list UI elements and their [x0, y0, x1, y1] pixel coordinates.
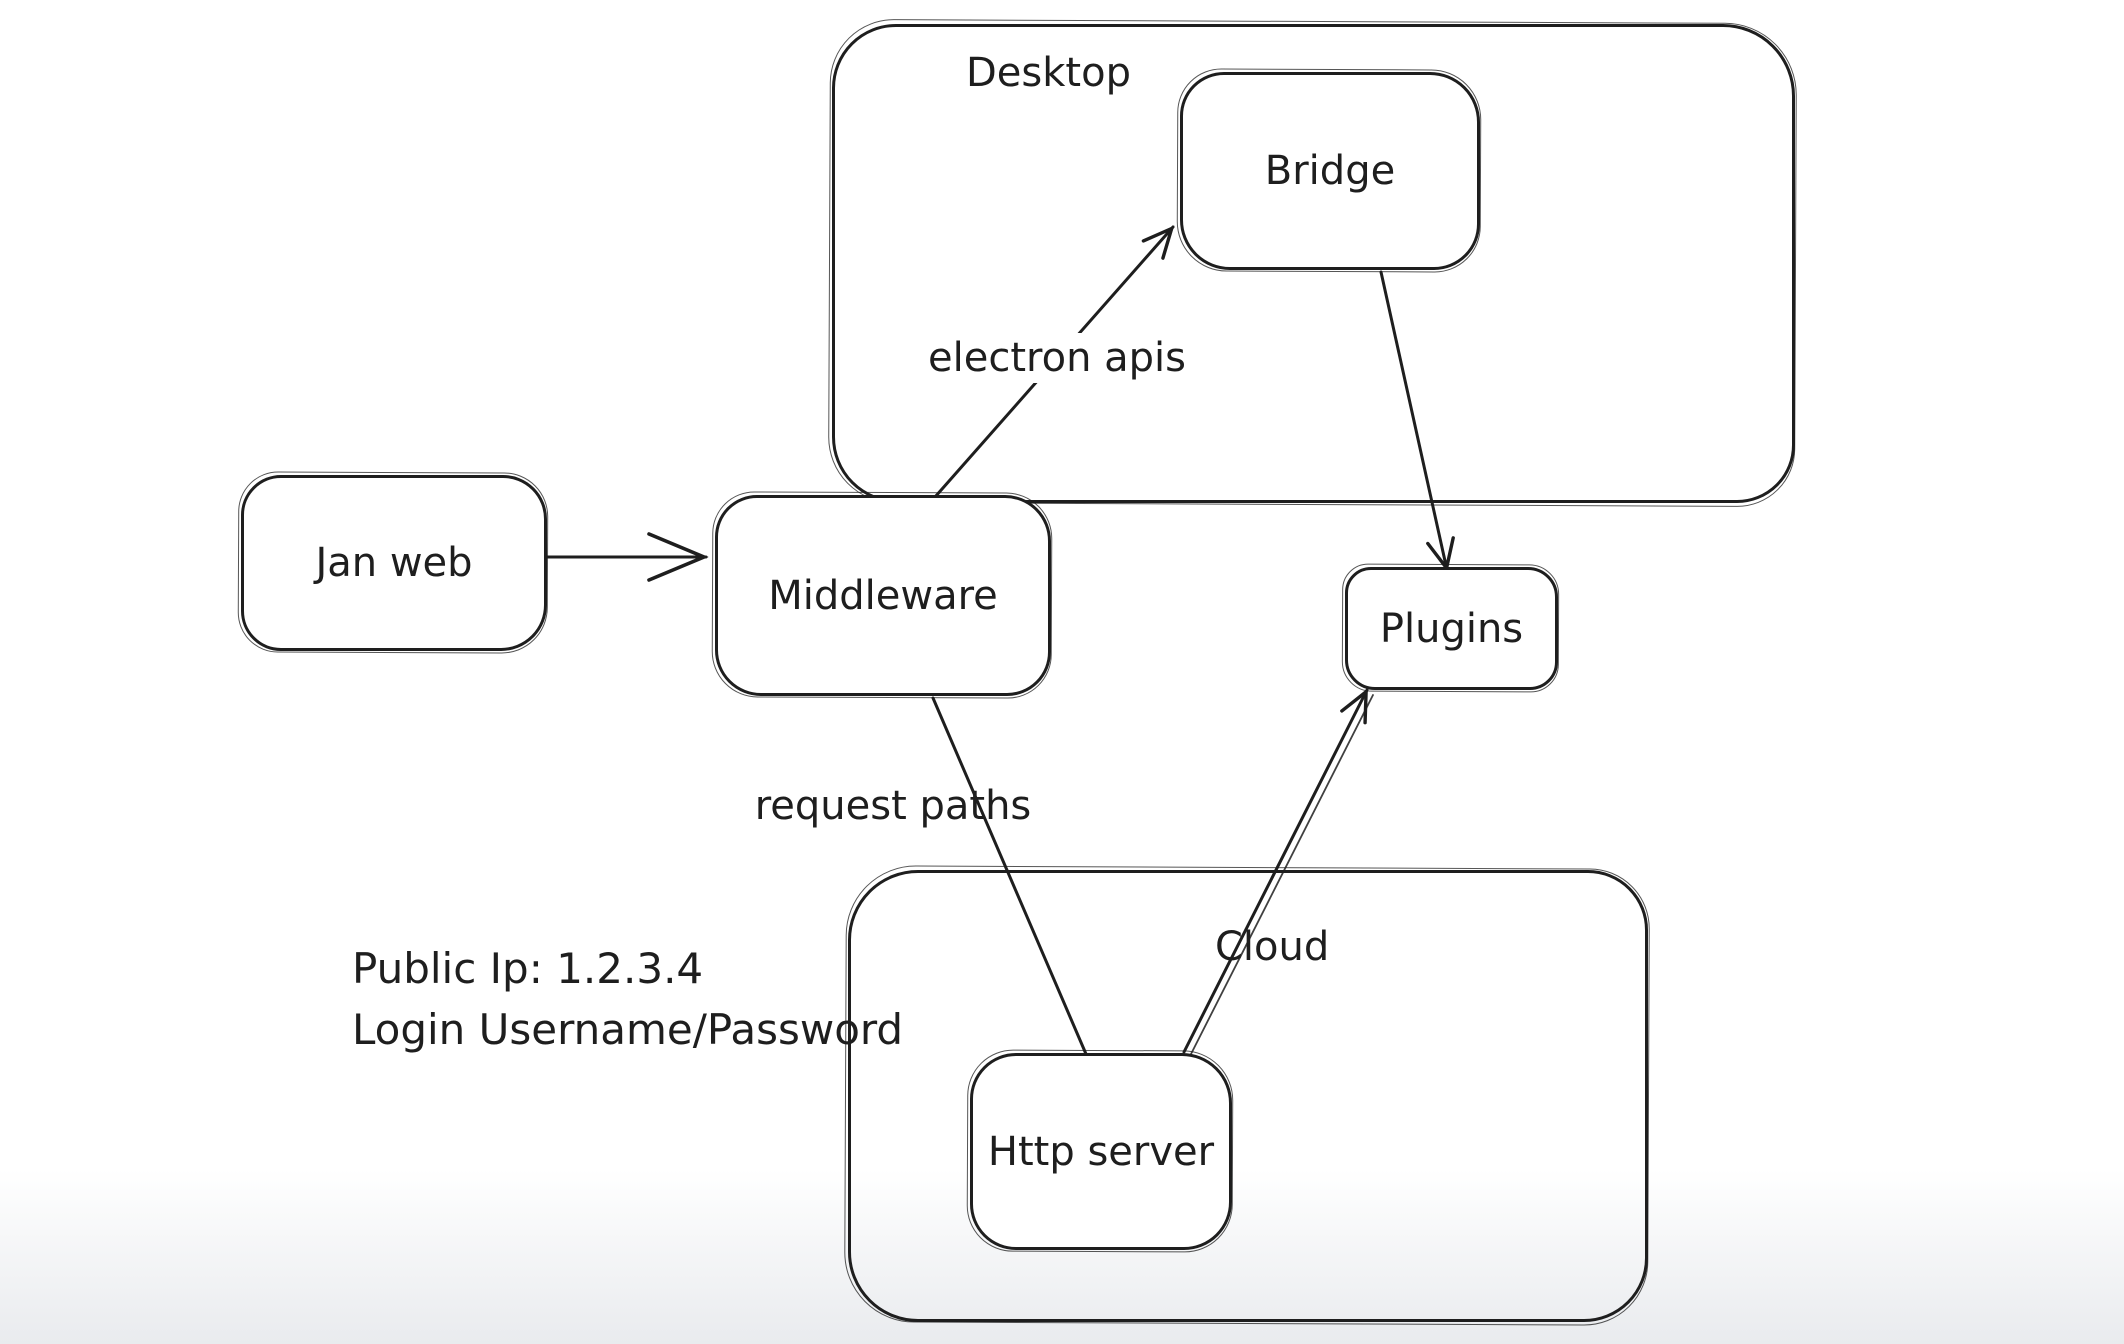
- jan-web-label: Jan web: [315, 540, 473, 586]
- note-text: Public Ip: 1.2.3.4 Login Username/Passwo…: [352, 938, 903, 1060]
- node-http-server: Http server: [970, 1053, 1232, 1250]
- http-server-label: Http server: [987, 1128, 1215, 1175]
- connector-bridge-plugins: [1379, 270, 1455, 572]
- connector-middleware-httpserver: [931, 696, 1088, 1056]
- note-line-public-ip: Public Ip: 1.2.3.4: [352, 944, 704, 993]
- desktop-container-label: Desktop: [966, 50, 1131, 96]
- note-line-login: Login Username/Password: [352, 1005, 904, 1054]
- connector-httpserver-plugins: [1182, 688, 1369, 1054]
- cloud-container: [848, 870, 1648, 1322]
- node-bridge: Bridge: [1180, 72, 1480, 270]
- edge-label-request-paths: request paths: [754, 783, 1032, 829]
- node-jan-web: Jan web: [241, 475, 547, 651]
- bridge-label: Bridge: [1264, 148, 1396, 194]
- connector-httpserver-plugins-overdraw: [1189, 694, 1374, 1057]
- desktop-container: [832, 24, 1795, 503]
- middleware-label: Middleware: [768, 572, 998, 619]
- node-middleware: Middleware: [715, 495, 1051, 696]
- edge-label-electron-apis: electron apis: [918, 333, 1196, 383]
- plugins-label: Plugins: [1379, 605, 1524, 652]
- cloud-container-label: Cloud: [1215, 924, 1330, 970]
- node-plugins: Plugins: [1345, 567, 1558, 690]
